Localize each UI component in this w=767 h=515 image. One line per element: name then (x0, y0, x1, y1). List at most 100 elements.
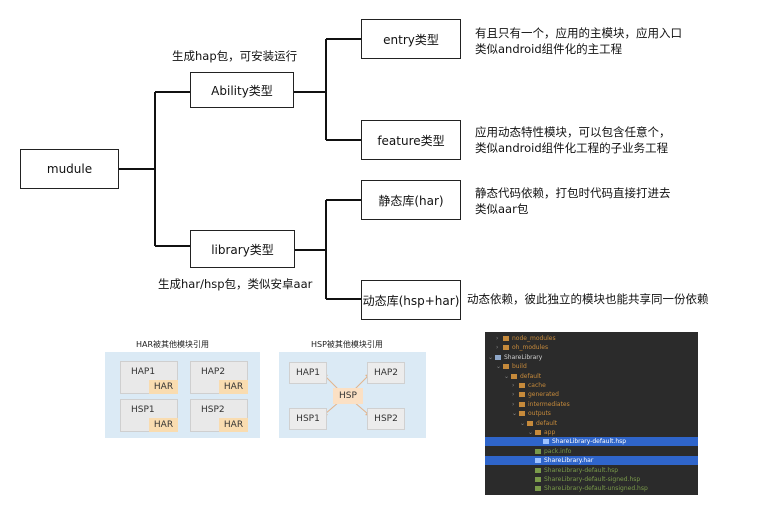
ide-tree-text: app (544, 429, 556, 436)
ide-tree-row[interactable]: ⌄ ShareLibrary (485, 353, 698, 362)
hsp-diagram-panel: HAP1 HAP2 HSP1 HSP2 HSP (279, 352, 426, 438)
ability-type-label: Ability类型 (211, 83, 273, 98)
file-icon (535, 458, 541, 464)
chevron-down-icon[interactable]: ⌄ (520, 419, 526, 427)
ide-tree-label: intermediates (519, 400, 570, 409)
ide-tree-label: ShareLibrary-default.hsp (535, 466, 618, 475)
ide-tree-label: generated (519, 390, 559, 399)
file-icon (543, 439, 549, 445)
library-type-label: library类型 (211, 242, 274, 257)
feature-desc-line1: 应用动态特性模块，可以包含任意个， (475, 125, 671, 139)
dynamic-desc-line1: 动态依赖，彼此独立的模块也能共享同一份依赖 (467, 292, 709, 306)
chevron-right-icon[interactable]: › (512, 400, 515, 408)
ide-tree-row[interactable]: ⌄ default (485, 419, 698, 428)
ide-tree-text: intermediates (528, 400, 570, 408)
ide-tree-text: ShareLibrary-default.hsp (552, 438, 627, 446)
chevron-down-icon[interactable]: ⌄ (488, 353, 494, 361)
ide-tree-text: pack.info (544, 447, 572, 455)
entry-desc-line1: 有且只有一个，应用的主模块，应用入口 (475, 26, 682, 40)
ide-tree-row[interactable]: › oh_modules (485, 343, 698, 352)
ide-tree-row[interactable]: › node_modules (485, 334, 698, 343)
ide-tree-label: build (503, 362, 527, 371)
ide-tree-label: default (511, 372, 541, 381)
chevron-down-icon[interactable]: ⌄ (496, 363, 502, 371)
folder-icon (519, 392, 525, 398)
dynamic-library-box: 动态库(hsp+har) (361, 280, 461, 320)
ide-tree-text: ShareLibrary-default.hsp (544, 466, 619, 474)
dynamic-library-label: 动态库(hsp+har) (362, 293, 460, 308)
static-desc-line1: 静态代码依赖，打包时代码直接打进去 (475, 186, 671, 200)
har-tag: HAR (149, 418, 178, 432)
static-desc-line2: 类似aar包 (475, 202, 529, 216)
ide-tree-row[interactable]: › generated (485, 390, 698, 399)
library-note: 生成har/hsp包，类似安卓aar (158, 277, 313, 291)
root-module-label: mudule (46, 162, 93, 176)
ability-type-box: Ability类型 (190, 72, 294, 108)
ide-tree-row[interactable]: ShareLibrary-default-signed.hsp (485, 475, 698, 484)
folder-icon (535, 430, 541, 435)
chevron-down-icon[interactable]: ⌄ (528, 429, 534, 436)
har-diagram-panel: HAP1 HAR HAP2 HAR HSP1 HAR HSP2 HAR (105, 352, 260, 438)
feature-desc-line2: 类似android组件化工程的子业务工程 (475, 141, 669, 155)
ide-tree-row[interactable]: ShareLibrary-default-unsigned.hsp (485, 484, 698, 493)
ide-tree-text: ShareLibrary.har (544, 457, 594, 465)
chevron-right-icon[interactable]: › (512, 391, 515, 399)
ide-tree-label: pack.info (535, 447, 571, 456)
har-tag: HAR (149, 380, 178, 394)
ide-tree-text: generated (528, 391, 559, 399)
ability-note: 生成hap包，可安装运行 (172, 49, 298, 63)
folder-icon (519, 383, 525, 388)
ide-tree-row[interactable]: ⌄ outputs (485, 409, 698, 418)
ide-tree-row[interactable]: ShareLibrary-default.hsp (485, 437, 698, 447)
ide-tree-row[interactable]: ⌄build (485, 362, 698, 371)
static-library-box: 静态库(har) (361, 180, 461, 220)
ide-tree-label: outputs (519, 409, 551, 418)
ide-tree-row[interactable]: pack.info (485, 447, 698, 456)
ide-tree-row[interactable]: ⌄ app (485, 428, 698, 437)
root-module-box: mudule (20, 149, 119, 189)
module-name: HSP1 (131, 405, 155, 415)
module-name: HSP2 (201, 405, 225, 415)
folder-icon (527, 420, 533, 426)
ide-tree-text: outputs (528, 410, 551, 418)
ide-tree-text: default (536, 419, 558, 427)
entry-desc-line2: 类似android组件化的主工程 (475, 42, 623, 56)
chevron-right-icon[interactable]: › (496, 344, 499, 352)
ide-tree-label: app (535, 428, 555, 437)
file-icon (535, 477, 541, 482)
ide-tree-label: oh_modules (503, 343, 548, 352)
file-icon (535, 467, 541, 473)
feature-type-box: feature类型 (361, 120, 461, 160)
ide-tree-text: cache (528, 382, 546, 389)
chevron-down-icon[interactable]: ⌄ (504, 372, 510, 380)
ide-tree-row[interactable]: ShareLibrary.har (485, 456, 698, 466)
entry-type-box: entry类型 (361, 19, 461, 59)
ide-tree-text: node_modules (512, 335, 556, 342)
ide-tree-text: ShareLibrary-default-unsigned.hsp (544, 485, 648, 493)
file-icon (535, 486, 541, 492)
ide-tree-text: ShareLibrary (504, 353, 543, 361)
feature-type-label: feature类型 (377, 133, 445, 148)
har-module-hap2: HAP2 HAR (190, 361, 248, 394)
folder-icon (503, 336, 509, 341)
har-tag: HAR (219, 418, 248, 432)
static-library-label: 静态库(har) (378, 193, 444, 208)
tree-connectors (119, 38, 361, 300)
ide-tree-row[interactable]: ShareLibrary-default.hsp (485, 466, 698, 475)
chevron-right-icon[interactable]: › (512, 382, 515, 389)
folder-icon (511, 373, 517, 379)
ide-tree-label: default (527, 419, 557, 428)
ide-tree-row[interactable]: › intermediates (485, 400, 698, 409)
hsp-module-hap2: HAP2 (367, 362, 405, 384)
chevron-down-icon[interactable]: ⌄ (512, 410, 518, 418)
ide-tree-row[interactable]: › cache (485, 381, 698, 390)
folder-icon (503, 364, 509, 370)
hsp-module-hsp1: HSP1 (289, 408, 327, 430)
module-name: HAP2 (201, 367, 226, 377)
ide-tree-label: ShareLibrary.har (535, 456, 593, 465)
ide-tree-row[interactable]: ⌄default (485, 372, 698, 381)
ide-tree-label: ShareLibrary-default-signed.hsp (535, 475, 640, 484)
library-type-box: library类型 (190, 230, 295, 268)
chevron-right-icon[interactable]: › (496, 335, 499, 342)
hsp-diagram-title: HSP被其他模块引用 (311, 340, 383, 349)
